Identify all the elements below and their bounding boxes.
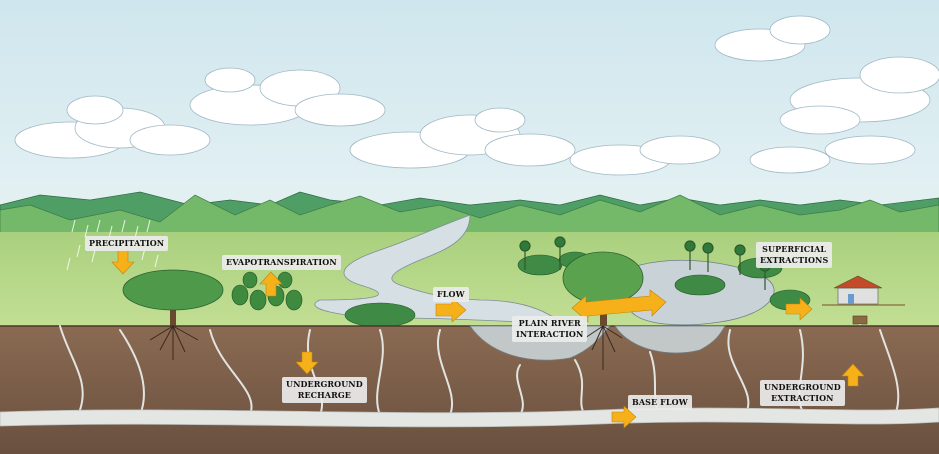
superficial-extractions-label: SUPERFICIAL EXTRACTIONS	[756, 242, 833, 268]
plain-river-interaction-label: PLAIN RIVER INTERACTION	[512, 316, 588, 342]
underground-recharge-label: UNDERGROUND RECHARGE	[282, 377, 367, 403]
arrow-right-icon	[785, 297, 813, 321]
cloud-left	[14, 95, 211, 159]
arrow-down-icon	[111, 249, 135, 275]
clouds	[14, 15, 939, 222]
base-flow-label: BASE FLOW	[628, 395, 692, 410]
arrow-right-icon	[611, 405, 637, 429]
lakebed	[614, 325, 726, 354]
arrows	[111, 249, 865, 429]
cloud-right-top	[714, 15, 831, 62]
arrow-up-icon	[841, 363, 865, 387]
farm-house	[822, 275, 905, 306]
double-arrow-icon	[571, 289, 667, 323]
cloud-right	[749, 56, 939, 174]
aquifer-band	[0, 407, 939, 428]
tree-roots	[149, 325, 623, 370]
precipitation-label: PRECIPITATION	[85, 236, 169, 251]
evapotranspiration-label: EVAPOTRANSPIRATION	[222, 255, 341, 270]
arrow-right-icon	[435, 297, 467, 323]
cloud-center	[349, 107, 576, 169]
underground-extraction-label: UNDERGROUND EXTRACTION	[760, 380, 845, 406]
flow-label: FLOW	[433, 287, 469, 302]
arrow-down-icon	[295, 351, 319, 375]
arrow-up-icon	[259, 271, 283, 297]
cloud-center-left	[189, 67, 386, 127]
left-tree	[122, 269, 224, 326]
cloud-right-center	[569, 135, 721, 176]
